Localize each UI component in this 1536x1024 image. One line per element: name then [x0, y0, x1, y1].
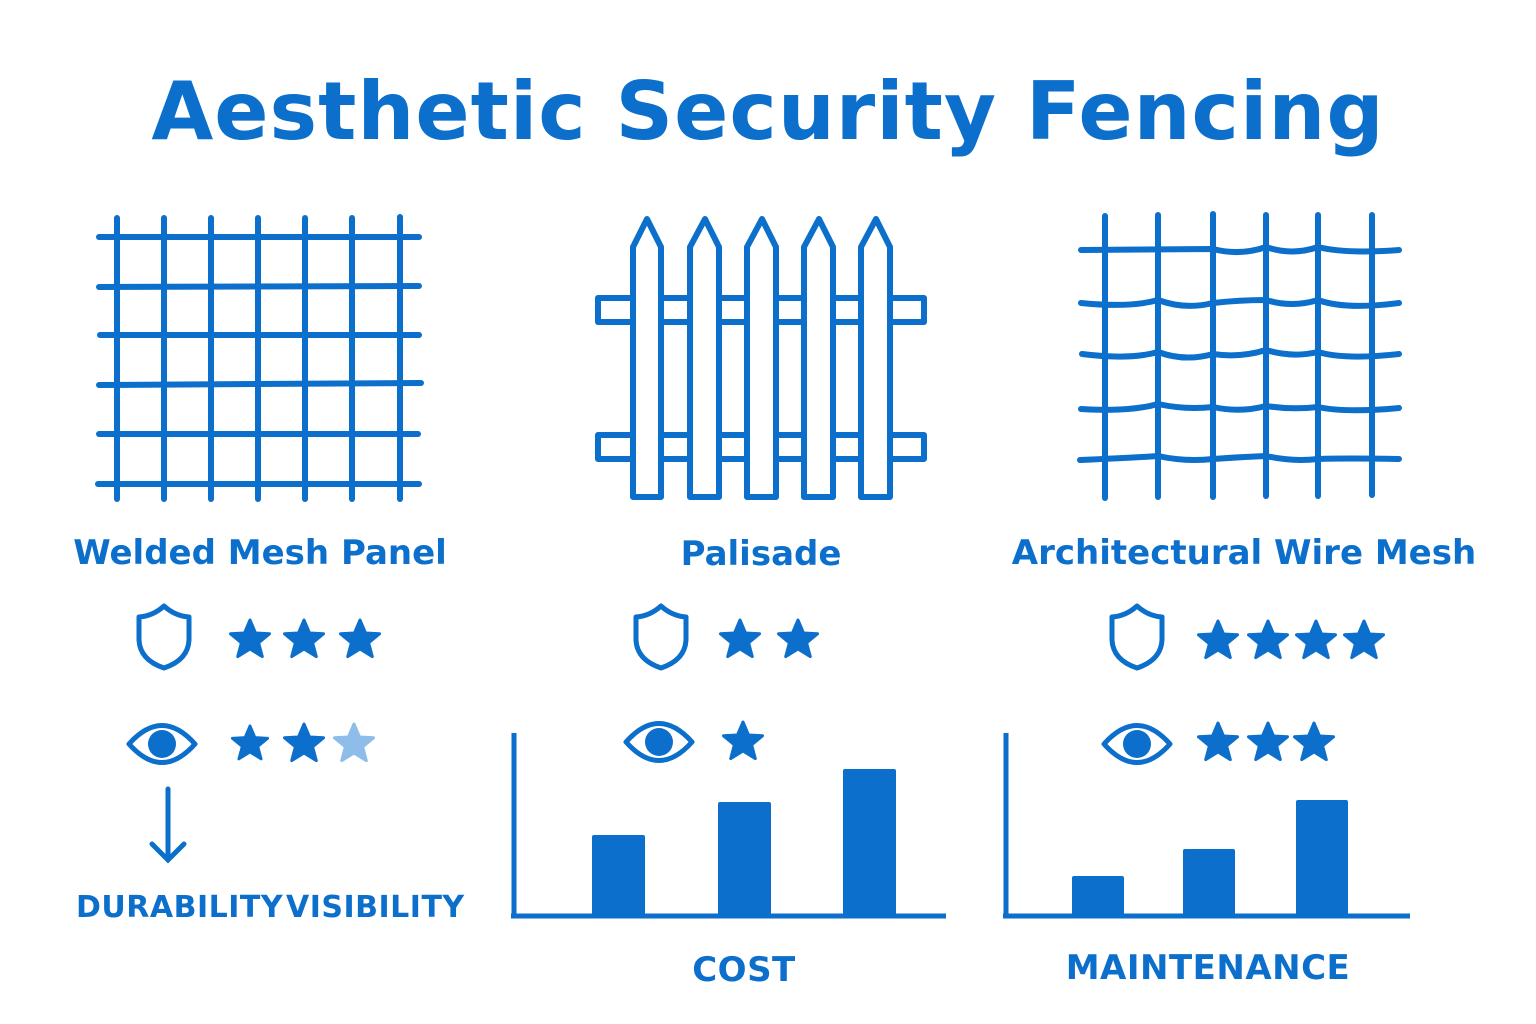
bar — [1296, 800, 1348, 915]
fence-name-palisade: Palisade — [680, 534, 842, 574]
arrow-down-icon — [149, 786, 187, 864]
shield-icon — [1109, 603, 1165, 671]
fence-name-welded-mesh-panel: Welded Mesh Panel — [73, 533, 447, 573]
durability-label: DURABILITY — [76, 890, 284, 925]
eye-icon — [1101, 723, 1173, 765]
shield-icon — [136, 603, 192, 671]
bar — [1183, 849, 1235, 915]
visibility-label: VISIBILITY — [286, 890, 465, 925]
bar — [843, 769, 896, 915]
page-title: Aesthetic Security Fencing — [151, 65, 1385, 158]
eye-icon — [126, 723, 198, 765]
shield-icon — [633, 603, 689, 671]
bar — [592, 835, 645, 915]
bar — [718, 802, 771, 915]
eye-icon — [623, 721, 695, 763]
fence-name-architectural-wire-mesh: Architectural Wire Mesh — [1011, 533, 1477, 573]
bar — [1072, 876, 1124, 915]
maintenance-label: MAINTENANCE — [1065, 948, 1351, 988]
cost-label: COST — [692, 950, 796, 990]
